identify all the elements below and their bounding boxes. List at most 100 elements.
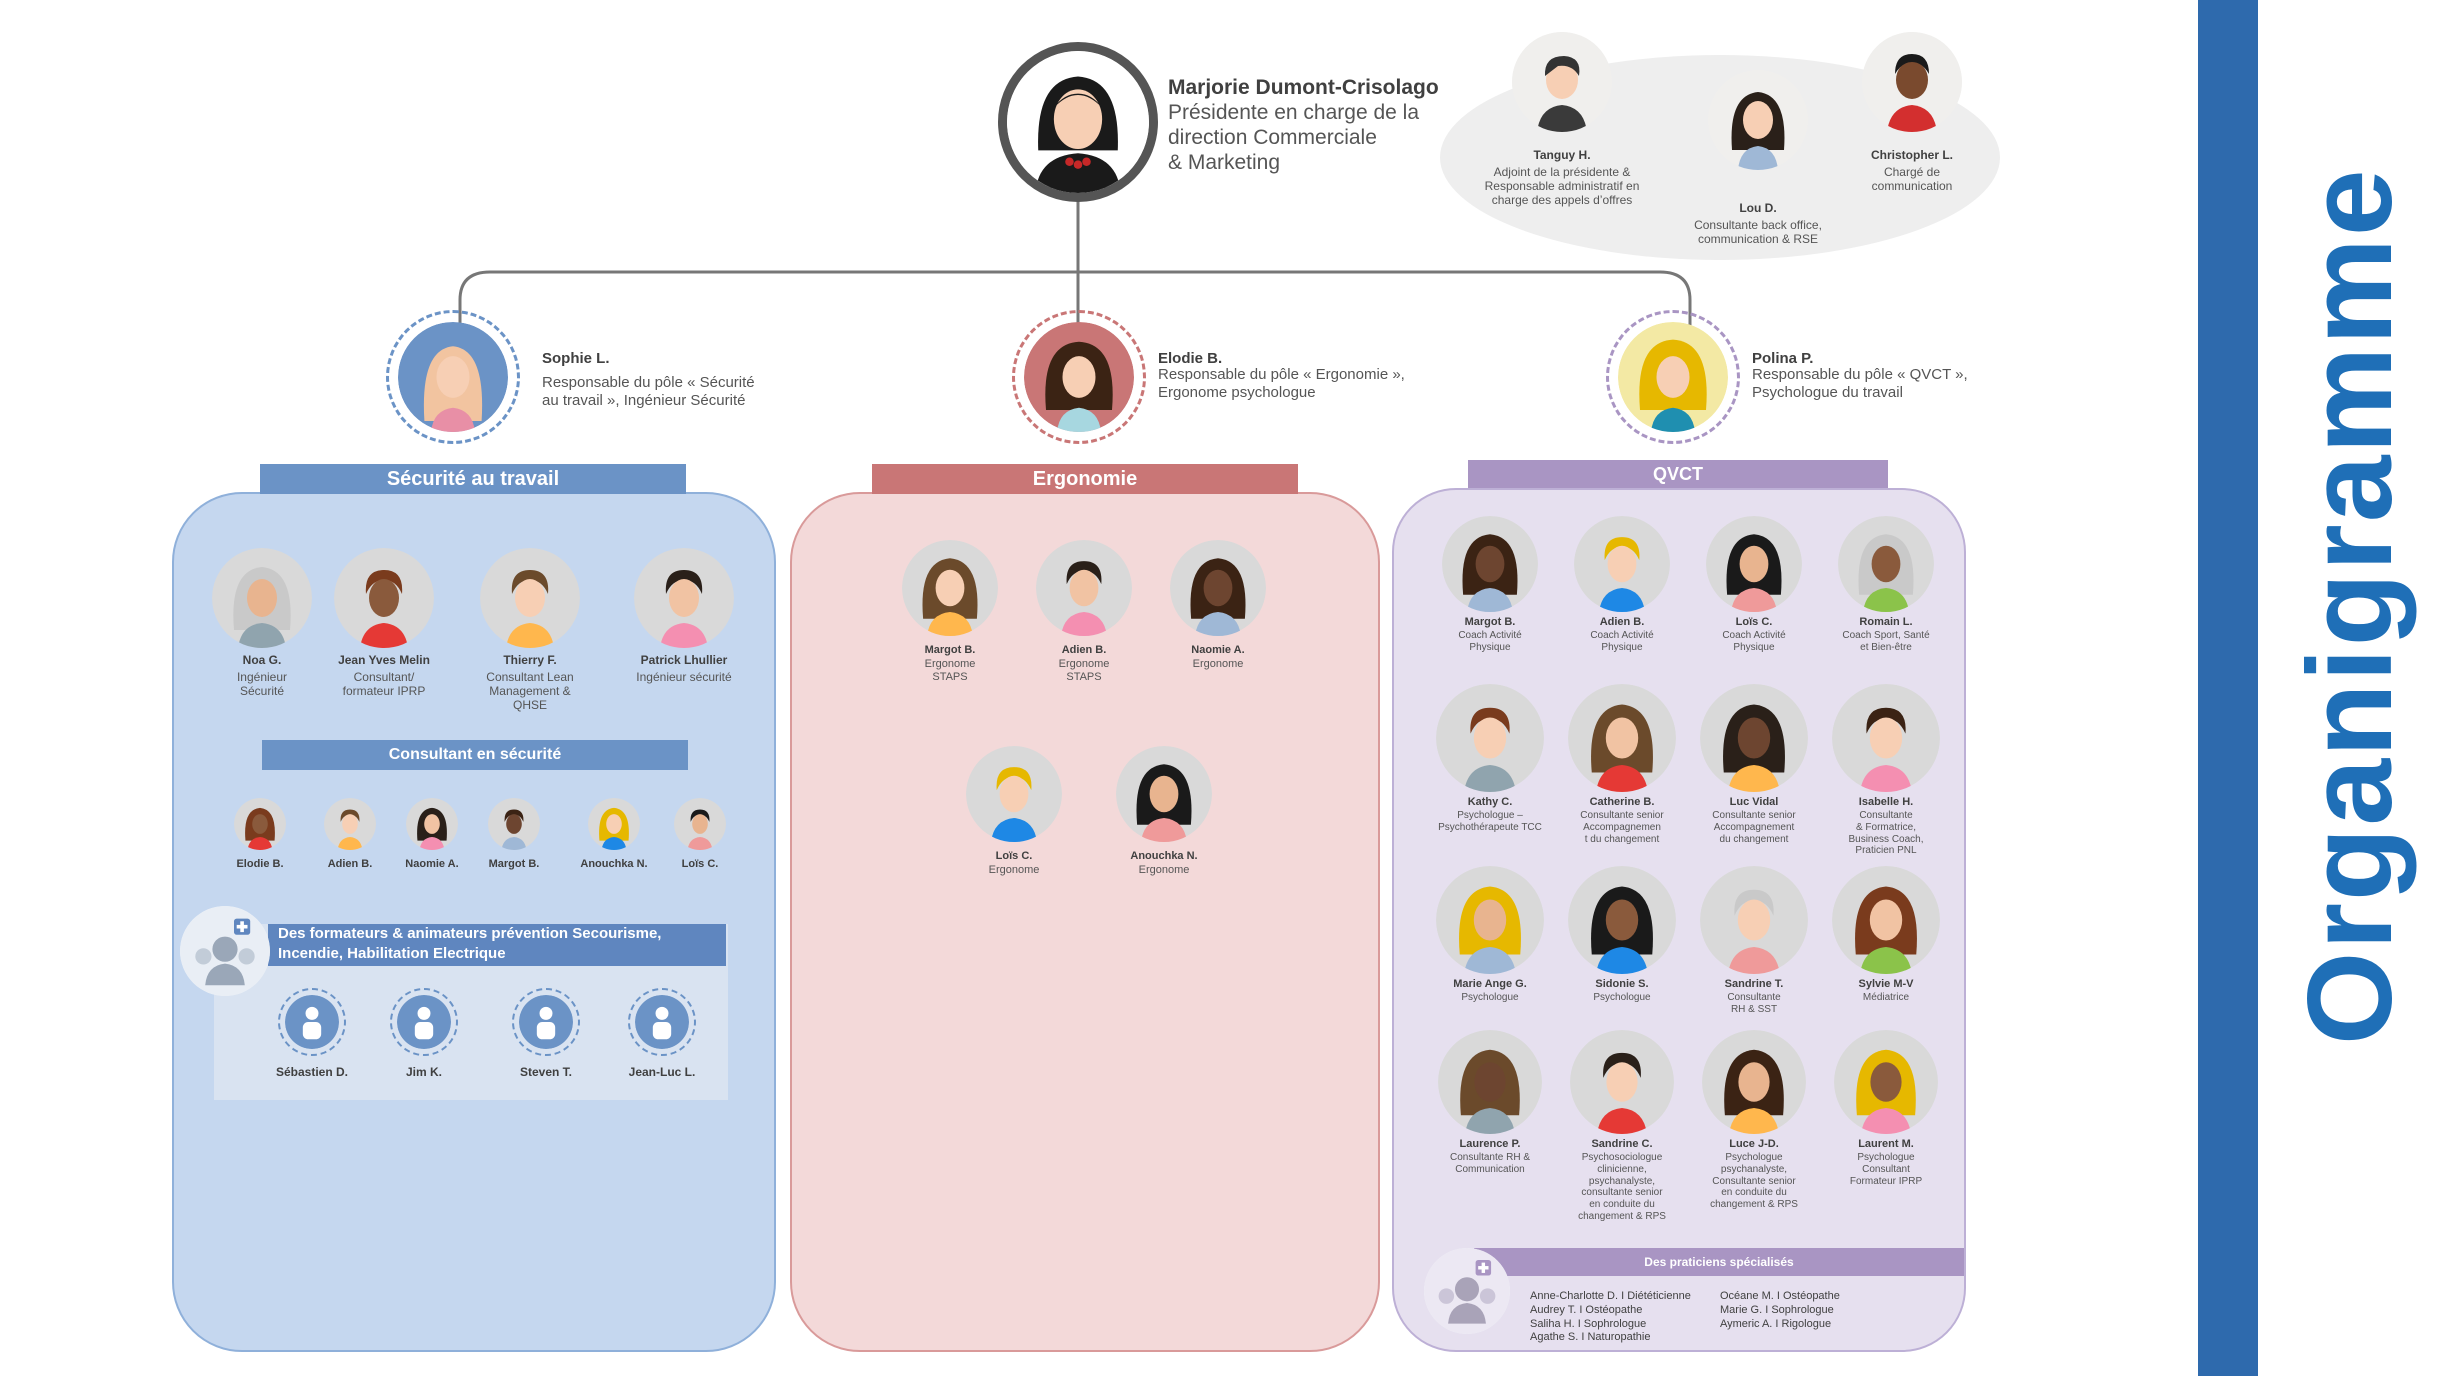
staff-name-christopher: Christopher L.: [1870, 148, 1953, 162]
staff-role-christopher: Chargé de communication: [1871, 165, 1953, 194]
specialist-entry: Audrey T. I Ostéopathe: [1530, 1303, 1643, 1316]
member-role: Coach Activité Physique: [1458, 630, 1522, 653]
member-name: Isabelle H.: [1858, 796, 1914, 808]
member-name: Luc Vidal: [1729, 796, 1779, 808]
member-avatar: [1702, 1030, 1806, 1134]
staff-avatar-christopher: [1862, 32, 1962, 132]
qvct-band: QVCT: [1468, 460, 1888, 488]
member-name: Sandrine T.: [1724, 978, 1784, 990]
consultant-name: Adien B.: [327, 858, 373, 870]
member-role: Consultante RH & Communication: [1449, 1152, 1531, 1175]
staff-avatar-tanguy: [1512, 32, 1612, 132]
specialist-entry: Saliha H. I Sophrologue: [1530, 1317, 1647, 1330]
specialist-entry: Marie G. I Sophrologue: [1720, 1303, 1834, 1316]
trainer-avatar: [397, 995, 451, 1049]
member-role: Psychologue: [1461, 992, 1519, 1003]
trainer-avatar: [519, 995, 573, 1049]
member-name: Loïs C.: [1735, 616, 1773, 628]
member-role: Coach Sport, Santé et Bien-être: [1842, 630, 1930, 653]
president-role: Présidente en charge de la direction Com…: [1168, 101, 1420, 175]
securite-band: Sécurité au travail: [260, 464, 686, 494]
consultant-avatar: [588, 798, 640, 850]
member-avatar: [1832, 684, 1940, 792]
member-role: Ergonome STAPS: [1058, 658, 1110, 683]
member-avatar: [1568, 866, 1676, 974]
member-name: Sidonie S.: [1595, 978, 1649, 990]
qvct-head-ring: [1606, 310, 1740, 444]
trainer-ring: [390, 988, 458, 1056]
qvct-head-role: Responsable du pôle « QVCT », Psychologu…: [1752, 366, 1968, 401]
member-name: Marie Ange G.: [1453, 978, 1527, 990]
ergonomie-head-ring: [1012, 310, 1146, 444]
member-avatar: [1116, 746, 1212, 842]
consultant-avatar: [674, 798, 726, 850]
member-role: Ergonome: [1138, 864, 1190, 876]
member-name: Naomie A.: [1191, 644, 1245, 656]
member-avatar: [480, 548, 580, 648]
consultant-name: Naomie A.: [405, 858, 459, 870]
ergonomie-band: Ergonomie: [872, 464, 1298, 494]
member-avatar: [1574, 516, 1670, 612]
member-role: Consultant/ formateur IPRP: [342, 670, 426, 699]
page-title: Organigramme: [2283, 167, 2417, 1045]
member-avatar: [1436, 866, 1544, 974]
ergonomie-head-avatar: [1024, 322, 1134, 432]
member-name: Thierry F.: [503, 653, 557, 667]
hierarchy-connectors: [458, 200, 1692, 330]
member-role: Psychologue – Psychothérapeute TCC: [1438, 810, 1542, 833]
member-name: Laurence P.: [1459, 1138, 1521, 1150]
consultant-avatar: [324, 798, 376, 850]
securite-head-name: Sophie L.: [542, 350, 610, 367]
member-name: Anouchka N.: [1130, 850, 1198, 862]
member-avatar: [966, 746, 1062, 842]
member-name: Patrick Lhullier: [640, 653, 728, 667]
trainer-ring: [278, 988, 346, 1056]
consultant-name: Anouchka N.: [580, 858, 648, 870]
member-avatar: [1834, 1030, 1938, 1134]
specialist-entry: Anne-Charlotte D. I Diététicienne: [1530, 1290, 1691, 1302]
trainer-name: Steven T.: [519, 1065, 573, 1079]
trainer-name: Sébastien D.: [275, 1065, 349, 1079]
specialists-left-list: Anne-Charlotte D. I Diététicienne Audrey…: [1530, 1290, 1691, 1345]
side-bar: [2198, 0, 2258, 1376]
member-role: Consultante & Formatrice, Business Coach…: [1848, 810, 1924, 857]
securite-head-ring: [386, 310, 520, 444]
member-name: Laurent M.: [1858, 1138, 1914, 1150]
consultant-name: Loïs C.: [681, 858, 719, 870]
consultant-avatar: [406, 798, 458, 850]
member-role: Consultant Lean Management & QHSE: [486, 670, 574, 713]
staff-role-lou: Consultante back office, communication &…: [1694, 218, 1822, 247]
securite-head-avatar: [398, 322, 508, 432]
president-name: Marjorie Dumont-Crisolago: [1168, 76, 1439, 99]
member-role: Ergonome: [1192, 658, 1244, 670]
member-avatar: [1036, 540, 1132, 636]
member-role: Ingénieur Sécurité: [236, 670, 288, 699]
specialists-right-list: Océane M. I Ostéopathe Marie G. I Sophro…: [1720, 1290, 1840, 1331]
trainer-avatar: [285, 995, 339, 1049]
consultant-avatar: [234, 798, 286, 850]
member-name: Adien B.: [1061, 644, 1107, 656]
member-role: Médiatrice: [1862, 992, 1910, 1003]
securite-head-role: Responsable du pôle « Sécurité au travai…: [542, 374, 755, 409]
member-role: Ergonome: [988, 864, 1040, 876]
member-avatar: [1570, 1030, 1674, 1134]
staff-avatar-lou: [1708, 70, 1808, 170]
specialists-band: Des praticiens spécialisés: [1474, 1248, 1964, 1276]
consultant-name: Elodie B.: [236, 858, 284, 870]
member-name: Noa G.: [242, 653, 282, 667]
member-role: Ergonome STAPS: [924, 658, 976, 683]
member-role: Ingénieur sécurité: [636, 670, 732, 684]
specialist-entry: Océane M. I Ostéopathe: [1720, 1290, 1840, 1302]
member-name: Kathy C.: [1467, 796, 1513, 808]
trainer-ring: [628, 988, 696, 1056]
consultant-avatar: [488, 798, 540, 850]
trainer-name: Jim K.: [405, 1065, 442, 1079]
member-role: Psychosociologue clinicienne, psychanaly…: [1578, 1152, 1666, 1222]
member-name: Sylvie M-V: [1858, 978, 1914, 990]
member-avatar: [1170, 540, 1266, 636]
qvct-head-avatar: [1618, 322, 1728, 432]
trainer-avatar: [635, 995, 689, 1049]
consultants-band: Consultant en sécurité: [262, 740, 688, 770]
member-name: Catherine B.: [1589, 796, 1655, 808]
member-avatar: [1832, 866, 1940, 974]
